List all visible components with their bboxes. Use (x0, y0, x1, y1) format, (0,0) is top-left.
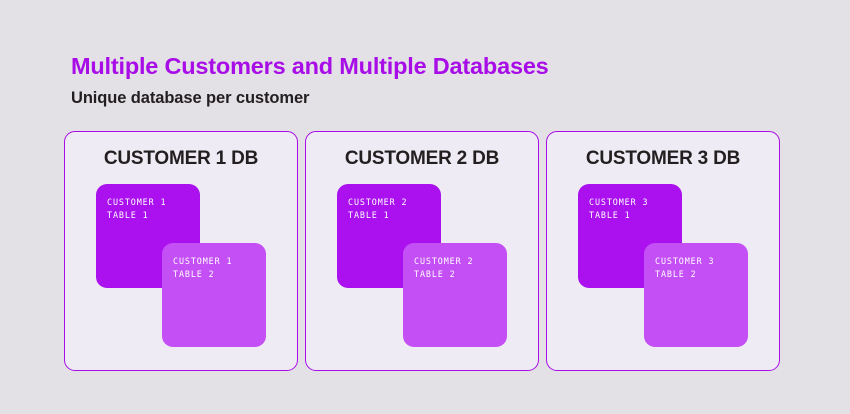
table-box-label-line2: TABLE 2 (414, 269, 456, 279)
table-box-label-line2: TABLE 1 (348, 210, 390, 220)
table-box-label: CUSTOMER 2 TABLE 2 (414, 255, 473, 281)
table-box-label-line1: CUSTOMER 1 (173, 256, 233, 266)
table-box-label-line2: TABLE 1 (107, 210, 149, 220)
database-card-customer-2: CUSTOMER 2 DB CUSTOMER 2 TABLE 1 CUSTOME… (305, 131, 539, 371)
database-card-title: CUSTOMER 1 DB (103, 148, 259, 169)
table-box-label-line2: TABLE 1 (589, 210, 631, 220)
table-box-label-line1: CUSTOMER 3 (589, 197, 649, 207)
table-box-label-line1: CUSTOMER 3 (655, 256, 715, 266)
table-box-label-line2: TABLE 2 (173, 269, 215, 279)
database-card-customer-1: CUSTOMER 1 DB CUSTOMER 1 TABLE 1 CUSTOME… (64, 131, 298, 371)
table-box-label: CUSTOMER 1 TABLE 1 (107, 196, 166, 222)
table-box-label-line1: CUSTOMER 2 (414, 256, 474, 266)
table-box-label: CUSTOMER 1 TABLE 2 (173, 255, 232, 281)
database-card-group: CUSTOMER 1 DB CUSTOMER 1 TABLE 1 CUSTOME… (64, 131, 780, 371)
database-card-title: CUSTOMER 2 DB (344, 148, 500, 169)
table-box-label: CUSTOMER 2 TABLE 1 (348, 196, 407, 222)
table-box-label: CUSTOMER 3 TABLE 1 (589, 196, 648, 222)
table-box-customer-3-table-2: CUSTOMER 3 TABLE 2 (644, 243, 748, 347)
table-box-label: CUSTOMER 3 TABLE 2 (655, 255, 714, 281)
table-box-label-line1: CUSTOMER 2 (348, 197, 408, 207)
page-title: Multiple Customers and Multiple Database… (71, 53, 549, 79)
table-box-customer-1-table-2: CUSTOMER 1 TABLE 2 (162, 243, 266, 347)
table-box-customer-2-table-2: CUSTOMER 2 TABLE 2 (403, 243, 507, 347)
database-card-title: CUSTOMER 3 DB (585, 148, 741, 169)
database-card-customer-3: CUSTOMER 3 DB CUSTOMER 3 TABLE 1 CUSTOME… (546, 131, 780, 371)
table-box-customer-1-table-1: CUSTOMER 1 TABLE 1 (96, 184, 200, 288)
table-box-label-line2: TABLE 2 (655, 269, 697, 279)
table-box-label-line1: CUSTOMER 1 (107, 197, 167, 207)
page-subtitle: Unique database per customer (71, 89, 310, 107)
